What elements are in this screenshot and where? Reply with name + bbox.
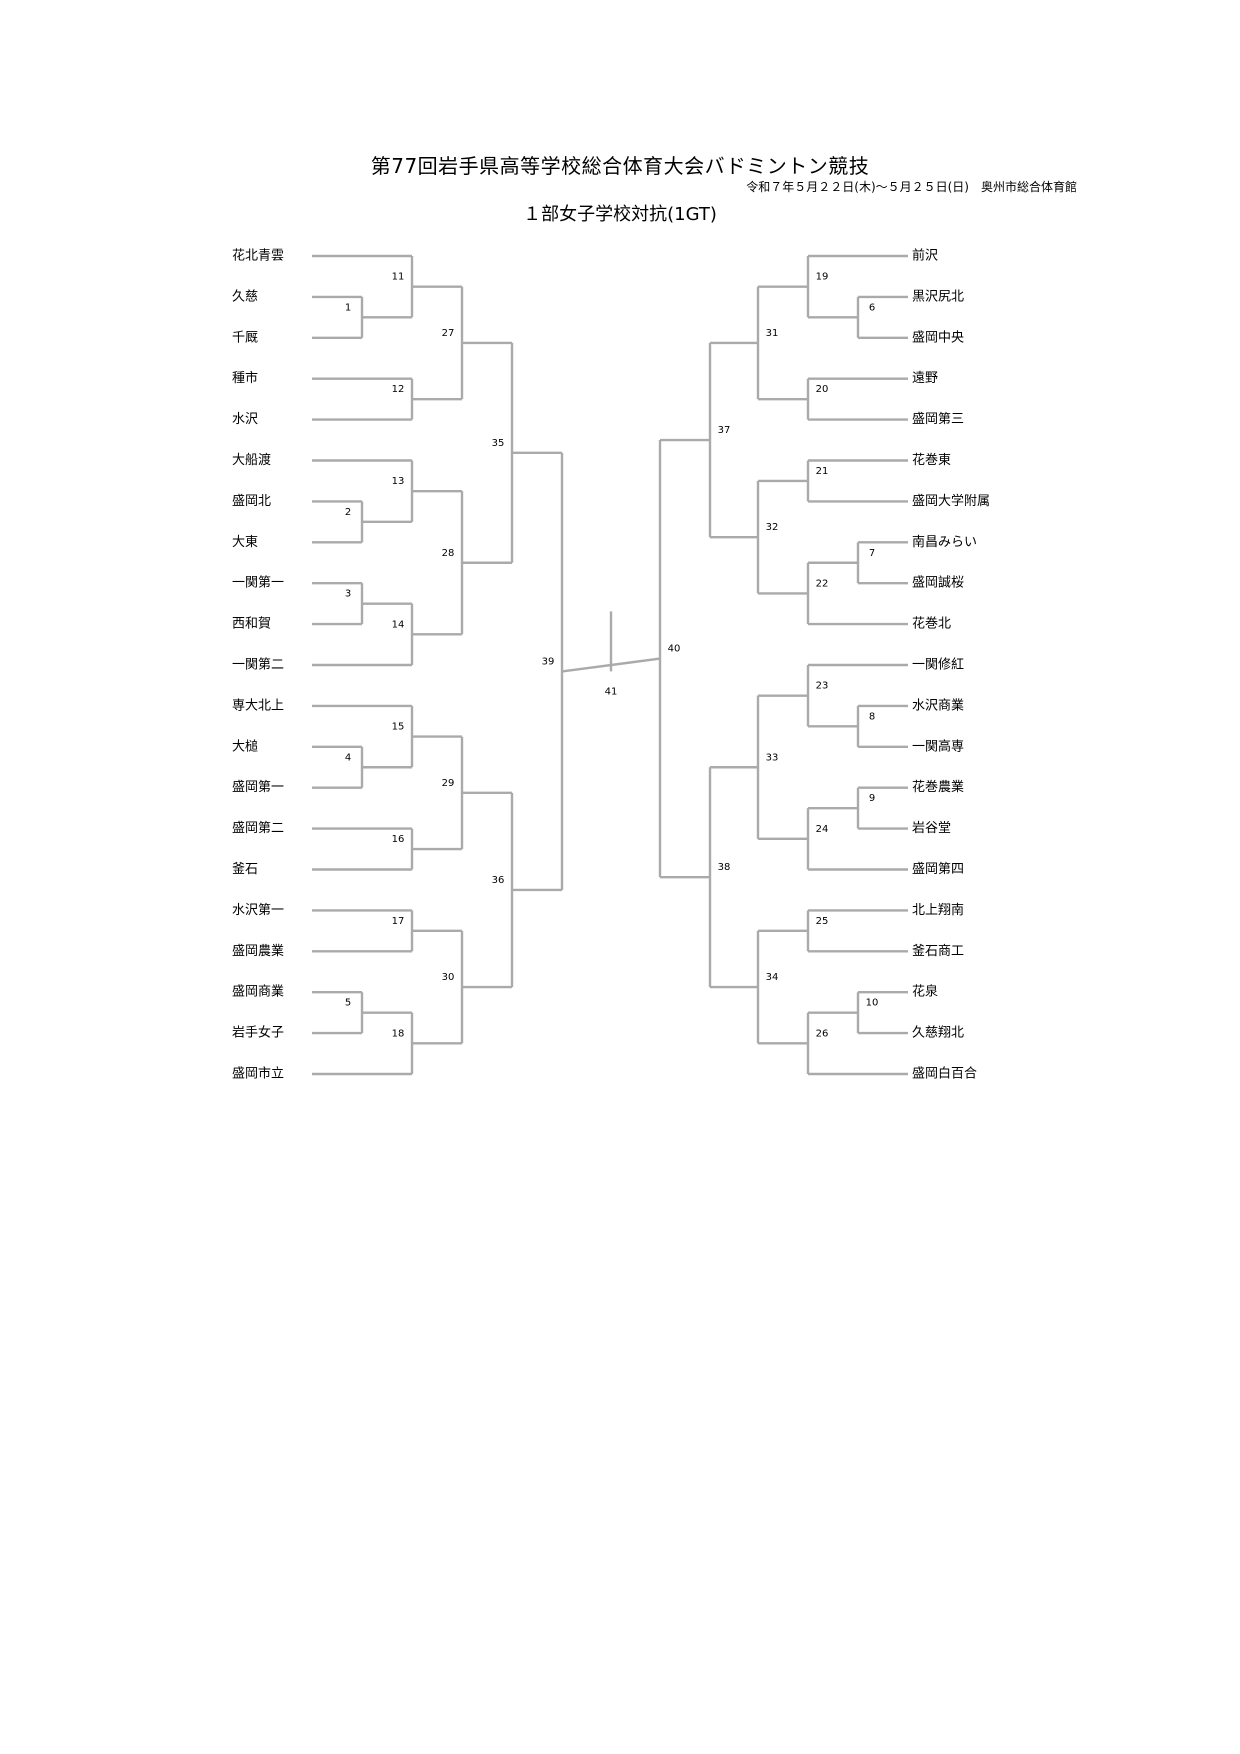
team-name: 一関修紅 [912, 658, 964, 673]
team-name: 岩手女子 [232, 1025, 284, 1041]
match-number: 19 [816, 272, 829, 283]
team-name: 盛岡北 [232, 494, 271, 509]
match-number: 8 [869, 711, 875, 722]
team-name: 西和賀 [232, 617, 271, 632]
match-number: 4 [345, 752, 351, 763]
match-number: 10 [866, 998, 879, 1009]
match-number: 5 [345, 998, 351, 1009]
match-number: 33 [766, 752, 779, 763]
match-number: 34 [766, 972, 779, 983]
match-number: 29 [442, 778, 455, 789]
team-name: 前沢 [912, 248, 938, 264]
match-number: 35 [492, 438, 505, 449]
match-number: 21 [816, 466, 829, 477]
match-number: 27 [442, 328, 455, 339]
team-name: 千厩 [232, 330, 258, 345]
team-name: 盛岡農業 [232, 943, 284, 959]
team-name: 久慈翔北 [912, 1026, 964, 1041]
team-name: 北上翔南 [912, 902, 964, 918]
team-name: 水沢 [232, 412, 258, 427]
team-name: 花巻北 [912, 616, 951, 632]
match-number: 30 [442, 972, 455, 983]
team-name: 岩谷堂 [912, 821, 951, 836]
match-number: 9 [869, 793, 875, 804]
team-name: 南昌みらい [912, 534, 977, 550]
team-name: 水沢第一 [232, 903, 284, 918]
team-name: 盛岡商業 [232, 984, 284, 1000]
match-number: 24 [816, 824, 829, 835]
team-name: 盛岡第三 [912, 412, 964, 427]
team-name: 大東 [232, 534, 258, 550]
event-heading: １部女子学校対抗(1GT) [523, 204, 717, 225]
team-name: 水沢商業 [912, 697, 964, 713]
match-number: 6 [869, 302, 875, 313]
team-name: 大船渡 [232, 452, 271, 468]
match-number: 12 [392, 384, 405, 395]
match-number: 22 [816, 578, 829, 589]
team-name: 盛岡第四 [912, 862, 964, 877]
team-name: 盛岡中央 [912, 330, 964, 345]
match-number: 17 [392, 916, 405, 927]
match-number: 1 [345, 302, 351, 313]
team-name: 久慈 [232, 289, 258, 304]
team-name: 盛岡第二 [232, 821, 284, 836]
team-name: 一関第一 [232, 576, 284, 591]
team-name: 盛岡第一 [232, 780, 284, 795]
match-number: 41 [605, 686, 618, 697]
team-name: 遠野 [912, 371, 938, 386]
team-name: 一関高専 [912, 738, 964, 754]
team-name: 釜石商工 [912, 944, 964, 959]
match-number: 28 [442, 548, 455, 559]
team-name: 花巻農業 [912, 779, 964, 795]
match-number: 14 [392, 619, 405, 630]
match-number: 36 [492, 875, 505, 886]
match-number: 39 [542, 656, 555, 667]
team-name: 盛岡白百合 [912, 1066, 977, 1082]
team-name: 盛岡市立 [232, 1066, 284, 1082]
match-number: 38 [718, 862, 731, 873]
match-number: 25 [816, 916, 829, 927]
match-number: 37 [718, 425, 731, 436]
team-name: 黒沢尻北 [912, 289, 964, 304]
team-name: 花北青雲 [232, 248, 284, 264]
match-number: 32 [766, 522, 779, 533]
team-name: 花巻東 [912, 452, 951, 468]
match-number: 7 [869, 548, 875, 559]
page-title: 第77回岩手県高等学校総合体育大会バドミントン競技 [370, 154, 870, 178]
team-name: 盛岡大学附属 [912, 493, 990, 509]
match-number: 11 [392, 272, 405, 283]
team-name: 花泉 [912, 984, 938, 1000]
team-name: 一関第二 [232, 658, 284, 673]
match-number: 13 [392, 476, 405, 487]
team-name: 種市 [232, 370, 258, 386]
match-number: 26 [816, 1028, 829, 1039]
match-number: 16 [392, 834, 405, 845]
match-number: 18 [392, 1028, 405, 1039]
match-number: 3 [345, 589, 351, 600]
match-number: 15 [392, 722, 405, 733]
team-name: 専大北上 [232, 698, 284, 713]
team-name: 盛岡誠桜 [912, 576, 964, 591]
team-name: 大槌 [232, 738, 258, 754]
match-number: 2 [345, 507, 351, 518]
team-name: 釜石 [232, 862, 258, 877]
match-number: 40 [668, 644, 681, 655]
match-number: 23 [816, 681, 829, 692]
match-number: 20 [816, 384, 829, 395]
dates-venue: 令和７年５月２２日(木)～５月２５日(日) 奥州市総合体育館 [746, 180, 1077, 194]
match-number: 31 [766, 328, 779, 339]
